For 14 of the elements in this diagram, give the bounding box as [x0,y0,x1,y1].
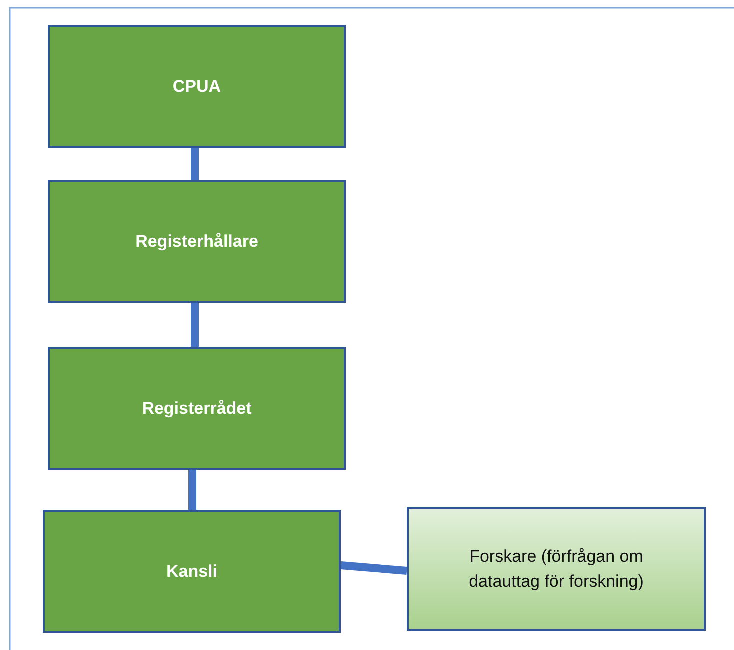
process-box [48,180,346,303]
process-box [48,347,346,470]
process-box [43,510,341,633]
process-box [48,25,346,148]
box-label: Registerrådet [141,398,253,418]
connector-line [340,562,408,575]
box-label: Forskare (förfrågan om datauttag för forskning) [468,546,645,593]
connector-line [188,470,196,510]
box-label: Kansli [165,562,219,582]
connector-line [191,148,199,180]
box-label: Registerhållare [134,232,260,252]
connector-line [191,303,199,347]
process-box [407,507,706,631]
box-label: CPUA [172,76,222,96]
